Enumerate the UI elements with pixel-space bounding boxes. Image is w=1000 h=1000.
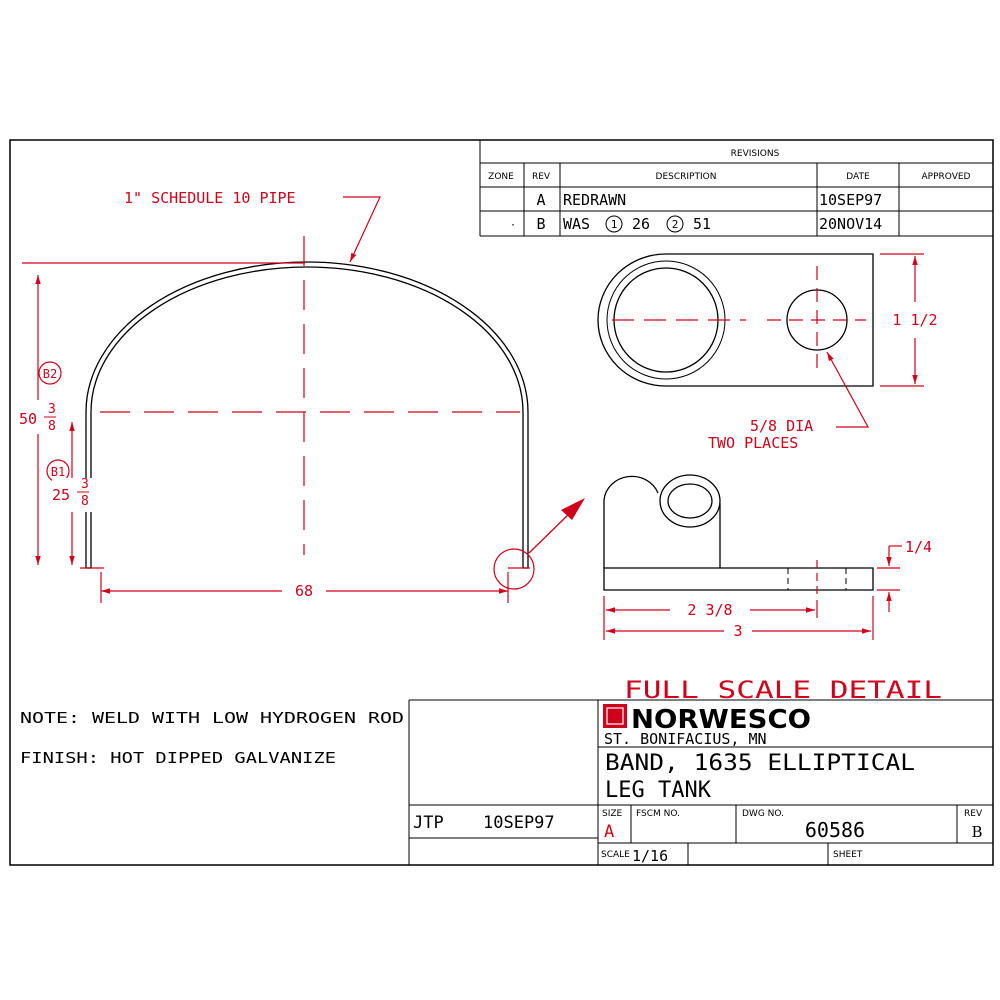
header-approved: APPROVED xyxy=(922,172,971,182)
header-rev: REV xyxy=(532,172,551,182)
marker-1-number: 1 xyxy=(611,218,618,231)
revisions-title: REVISIONS xyxy=(731,149,780,159)
detail-arrowhead xyxy=(561,498,585,520)
height-whole: 50 xyxy=(19,410,37,428)
mid-whole: 25 xyxy=(52,486,70,504)
height-dimension: B2 50 3 8 xyxy=(18,262,305,565)
centerlines xyxy=(100,236,520,555)
header-zone: ZONE xyxy=(488,172,514,182)
height-den: 8 xyxy=(48,419,56,434)
revisions-table: REVISIONS ZONE REV DESCRIPTION DATE APPR… xyxy=(479,140,993,237)
tab-height-value: 1 1/2 xyxy=(892,311,937,329)
finish-note: FINISH: HOT DIPPED GALVANIZE xyxy=(20,749,336,767)
drawn-date: 10SEP97 xyxy=(483,813,555,833)
revision-row: A REDRAWN 10SEP97 xyxy=(536,191,882,209)
tab-height-dimension: 1 1/2 xyxy=(880,253,938,387)
size-value: A xyxy=(604,822,614,842)
b2-balloon xyxy=(38,361,62,385)
hole-callout-line1: 5/8 DIA xyxy=(750,417,813,435)
tab-side-view xyxy=(603,474,874,598)
drawing-title-line2: LEG TANK xyxy=(605,778,712,803)
scale-value: 1/16 xyxy=(632,847,668,865)
hole-leader xyxy=(826,351,870,428)
thickness-dimension: 1/4 xyxy=(877,538,932,612)
mid-num: 3 xyxy=(81,477,89,492)
fscm-label: FSCM NO. xyxy=(636,809,680,819)
drawing-border xyxy=(9,139,994,866)
pipe-leader xyxy=(343,196,381,263)
marker-2-icon xyxy=(666,215,684,233)
full-scale-detail-label: FULL SCALE DETAIL xyxy=(624,676,942,704)
rev-b-zone: · xyxy=(510,220,516,231)
b2-tag: B2 xyxy=(43,367,57,381)
rev-b-value1: 26 xyxy=(632,215,650,233)
weld-note: NOTE: WELD WITH LOW HYDROGEN ROD xyxy=(20,709,404,727)
rev-value: B xyxy=(971,823,982,841)
height-num: 3 xyxy=(48,402,56,417)
marker-1-icon xyxy=(605,215,623,233)
scale-label: SCALE xyxy=(601,850,630,860)
size-label: SIZE xyxy=(602,809,623,819)
band-main-view xyxy=(80,261,530,569)
rev-a-description: REDRAWN xyxy=(563,191,626,209)
hole-offset-value: 2 3/8 xyxy=(687,601,732,619)
header-date: DATE xyxy=(846,172,870,182)
length-dimensions: 2 3/8 3 xyxy=(603,596,874,640)
title-block: NORWESCO ST. BONIFACIUS, MN BAND, 1635 E… xyxy=(408,699,993,865)
thickness-value: 1/4 xyxy=(905,538,932,556)
mid-height-dimension: B1 25 3 8 xyxy=(46,422,92,565)
hole-callout-line2: TWO PLACES xyxy=(708,434,798,452)
dwg-number: 60586 xyxy=(805,818,865,842)
rev-b-rev: B xyxy=(536,215,545,233)
rev-b-value2: 51 xyxy=(693,215,711,233)
mid-den: 8 xyxy=(81,494,89,509)
rev-a-rev: A xyxy=(536,191,545,209)
b1-tag: B1 xyxy=(51,465,65,479)
header-description: DESCRIPTION xyxy=(656,172,717,182)
width-dimension: 68 xyxy=(100,572,509,603)
revision-row: · B WAS 1 26 2 51 20NOV14 xyxy=(510,215,882,233)
rev-b-was: WAS xyxy=(563,215,590,233)
drawing-title-line1: BAND, 1635 ELLIPTICAL xyxy=(605,751,915,776)
rev-b-date: 20NOV14 xyxy=(819,215,882,233)
rev-a-date: 10SEP97 xyxy=(819,191,882,209)
rev-label: REV xyxy=(964,809,983,819)
tab-length-value: 3 xyxy=(733,622,742,640)
drawn-by: JTP xyxy=(413,813,444,833)
width-value: 68 xyxy=(295,582,313,600)
pipe-callout-label: 1" SCHEDULE 10 PIPE xyxy=(124,189,296,207)
tab-plan-view xyxy=(597,253,874,387)
company-location: ST. BONIFACIUS, MN xyxy=(604,730,767,748)
company-name: NORWESCO xyxy=(631,705,811,735)
dwg-label: DWG NO. xyxy=(742,809,784,819)
sheet-label: SHEET xyxy=(833,850,863,860)
detail-circle xyxy=(493,548,535,590)
marker-2-number: 2 xyxy=(672,218,679,231)
detail-arrow xyxy=(528,511,572,554)
